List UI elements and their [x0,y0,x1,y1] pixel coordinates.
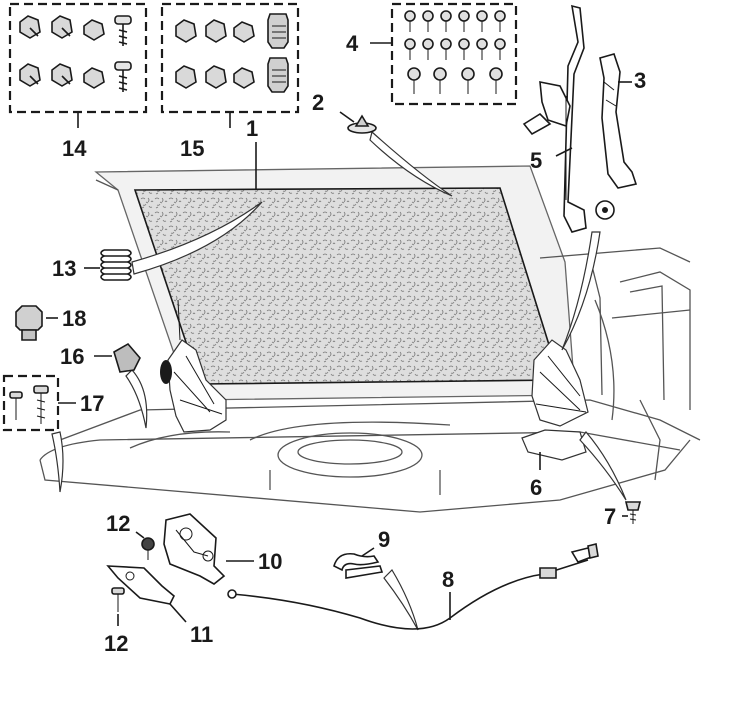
hood-clip-icon [94,342,141,373]
clip-kit-box-15 [160,2,300,128]
hood-clip-group [19,15,105,89]
screw-icon [114,15,132,92]
hood-hinge-bracket [522,4,615,233]
callout-18: 18 [62,306,86,331]
callout-11: 11 [190,622,213,647]
callout-9: 9 [378,527,390,552]
callout-12-lower: 12 [104,631,128,656]
callout-6: 6 [530,475,542,500]
leader-strip-16 [125,369,148,429]
leader-strip-7 [579,431,627,501]
callout-13: 13 [52,256,76,281]
hood-latch-icon [163,513,254,585]
hood-bumper-icon [15,305,58,341]
callout-5: 5 [530,148,542,173]
spring-icon [84,249,132,281]
bolt-icon [404,10,506,94]
hood-hinge-left [160,299,227,433]
leader-strip-2 [369,130,453,197]
callout-10: 10 [258,549,282,574]
callout-2: 2 [312,90,324,115]
leader-strip-13 [131,201,263,275]
clip-kit-box-14 [8,2,148,128]
leader-strip-17 [51,431,64,493]
callout-15: 15 [180,136,204,161]
screw-kit-box-17 [2,374,76,432]
hood-hinge-right [521,339,589,461]
callout-labels: 1 2 3 4 5 6 7 8 9 10 11 12 12 13 14 15 1… [52,31,646,656]
bolt-icon-lower [111,587,125,626]
hinge-screw-icon [622,501,642,524]
hood-release-cable [227,543,599,630]
hinge-spring-bracket [599,53,638,189]
push-pin-icon [339,111,377,134]
callout-17: 17 [80,391,104,416]
leader-strip-9 [383,569,419,631]
callout-8: 8 [442,567,454,592]
cable-clip-icon [333,547,384,579]
callout-16: 16 [60,344,84,369]
callout-12-upper: 12 [106,511,130,536]
callout-4: 4 [346,31,359,56]
latch-bracket-icon [106,565,187,623]
callout-7: 7 [604,504,616,529]
bolt-icon-upper [135,531,155,560]
leader-strip-5 [561,231,601,351]
fastener-kit-box-4 [370,2,518,106]
callout-3: 3 [634,68,646,93]
callout-1: 1 [246,116,258,141]
hood-insulation-pad [133,187,562,385]
bumper-icon [267,13,289,93]
callout-14: 14 [62,136,87,161]
